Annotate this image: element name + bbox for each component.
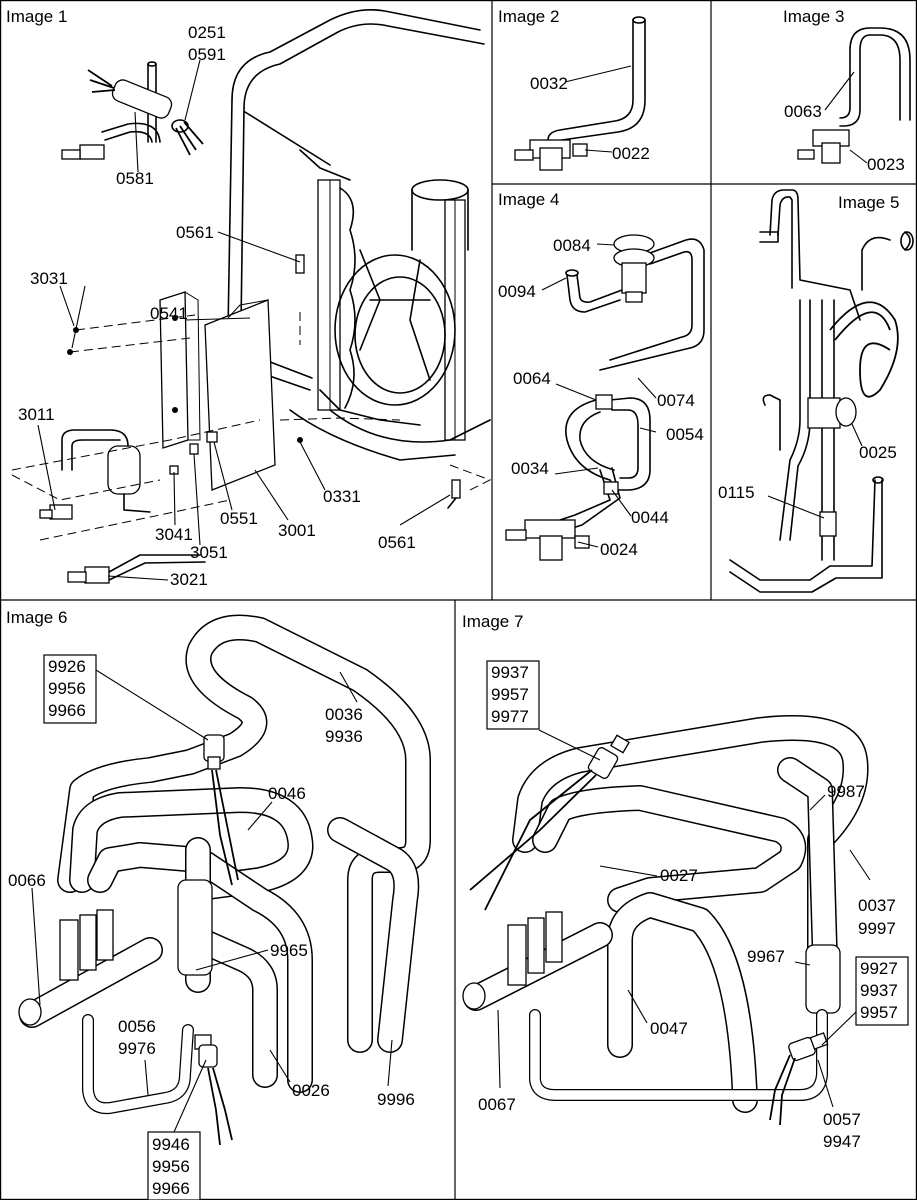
label-0541: 0541 — [150, 304, 188, 323]
label-9987: 9987 — [827, 782, 865, 801]
label-9956-bottom: 9956 — [152, 1157, 190, 1176]
label-0032: 0032 — [530, 74, 568, 93]
label-0066: 0066 — [8, 871, 46, 890]
image-2-valve-assembly: 0032 0022 — [514, 16, 650, 171]
label-0551: 0551 — [220, 509, 258, 528]
label-0037: 0037 — [858, 896, 896, 915]
panel-title-image-5: Image 5 — [838, 193, 899, 212]
image-1-labels: 0251 0591 0581 0561 0541 3031 3011 0551 … — [18, 23, 416, 589]
label-0084: 0084 — [553, 236, 591, 255]
label-0057: 0057 — [823, 1110, 861, 1129]
label-0064: 0064 — [513, 369, 551, 388]
label-3041: 3041 — [155, 525, 193, 544]
label-0027: 0027 — [660, 866, 698, 885]
panel-title-image-4: Image 4 — [498, 190, 559, 209]
image-1-leaders — [37, 59, 451, 581]
label-9976: 9976 — [118, 1039, 156, 1058]
label-3031: 3031 — [30, 269, 68, 288]
label-0025: 0025 — [859, 443, 897, 462]
label-0024: 0024 — [600, 540, 638, 559]
panel-title-image-2: Image 2 — [498, 7, 559, 26]
image-1-condenser-assembly — [11, 9, 492, 584]
label-0067: 0067 — [478, 1095, 516, 1114]
label-9957-top: 9957 — [491, 685, 529, 704]
label-9926: 9926 — [48, 657, 86, 676]
label-0561-bottom: 0561 — [378, 533, 416, 552]
label-3021: 3021 — [170, 570, 208, 589]
image-6-tubing-assembly: 9926 9956 9966 0036 9936 0046 0066 9965 … — [8, 614, 431, 1200]
label-3011: 3011 — [18, 405, 55, 424]
label-9956-top: 9956 — [48, 679, 86, 698]
image-7-tubing-assembly: 9937 9957 9977 9987 0027 0037 9997 9967 … — [462, 660, 909, 1151]
panel-title-image-7: Image 7 — [462, 612, 523, 631]
label-0561-top: 0561 — [176, 223, 214, 242]
label-3051: 3051 — [190, 543, 228, 562]
label-9996: 9996 — [377, 1090, 415, 1109]
label-3001: 3001 — [278, 521, 316, 540]
label-0023: 0023 — [867, 155, 905, 174]
label-9927: 9927 — [860, 959, 898, 978]
panel-title-image-3: Image 3 — [783, 7, 844, 26]
label-9947: 9947 — [823, 1132, 861, 1151]
label-0063: 0063 — [784, 102, 822, 121]
label-0054: 0054 — [666, 425, 704, 444]
label-9997: 9997 — [858, 919, 896, 938]
label-9937-top: 9937 — [491, 663, 529, 682]
label-0034: 0034 — [511, 459, 549, 478]
panel-title-image-1: Image 1 — [6, 7, 67, 26]
label-0026: 0026 — [292, 1081, 330, 1100]
label-0115: 0115 — [718, 483, 755, 502]
label-9937-right: 9937 — [860, 981, 898, 1000]
label-0046: 0046 — [268, 784, 306, 803]
label-0036: 0036 — [325, 705, 363, 724]
image-4-expansion-valve-assembly: 0084 0094 0064 0074 0054 0034 0044 0024 — [498, 234, 705, 561]
label-9965: 9965 — [270, 941, 308, 960]
label-0074: 0074 — [657, 391, 695, 410]
label-9946: 9946 — [152, 1135, 190, 1154]
image-3-valve-assembly: 0063 0023 — [784, 27, 911, 174]
label-9957-right: 9957 — [860, 1003, 898, 1022]
label-0331: 0331 — [323, 487, 361, 506]
label-9936: 9936 — [325, 727, 363, 746]
label-9977: 9977 — [491, 707, 529, 726]
label-0591: 0591 — [188, 45, 226, 64]
label-0047: 0047 — [650, 1019, 688, 1038]
image-5-pressure-switch-assembly: 0025 0115 — [718, 189, 914, 593]
label-0094: 0094 — [498, 282, 536, 301]
label-0056: 0056 — [118, 1017, 156, 1036]
label-0581: 0581 — [116, 169, 154, 188]
panel-title-image-6: Image 6 — [6, 608, 67, 627]
label-0251: 0251 — [188, 23, 226, 42]
label-9966-bottom: 9966 — [152, 1179, 190, 1198]
label-9967: 9967 — [747, 947, 785, 966]
label-0044: 0044 — [631, 508, 669, 527]
label-0022: 0022 — [612, 144, 650, 163]
label-9966-top: 9966 — [48, 701, 86, 720]
